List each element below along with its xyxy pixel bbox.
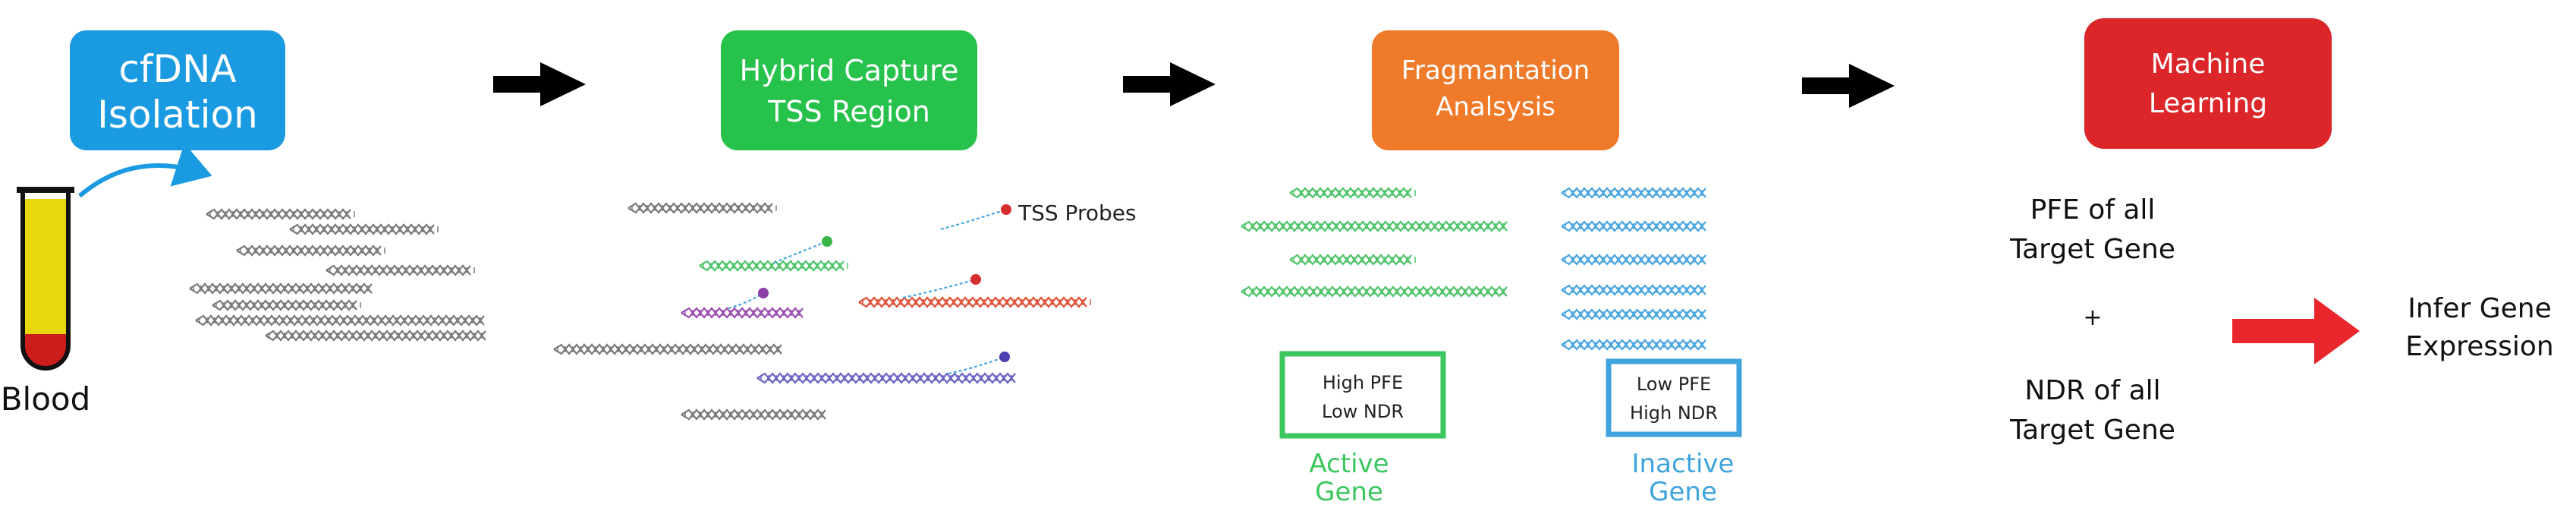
inactive-box-line2: High NDR: [1630, 402, 1718, 424]
dna-strand: [236, 244, 385, 257]
step-box: [70, 30, 285, 150]
dna-strand: [681, 307, 804, 319]
active-box: [1279, 351, 1446, 439]
dna-strand: [1241, 220, 1508, 232]
pfe-line1: PFE of all: [2030, 194, 2156, 226]
inactive-box: [1606, 358, 1742, 437]
blood-label: Blood: [1, 380, 91, 418]
dna-strands: [189, 187, 1706, 421]
blood-to-cfdna-arrow: [78, 143, 212, 198]
dna-strand: [699, 260, 848, 272]
step-box: [1372, 30, 1619, 150]
dna-strand: [1561, 284, 1706, 296]
inactive-gene-line1: Inactive: [1632, 449, 1735, 479]
dna-strand: [553, 343, 782, 355]
dna-strand: [1561, 308, 1706, 320]
tss-probe: [902, 274, 981, 299]
dna-strand: [1561, 187, 1706, 199]
dna-strand: [195, 314, 485, 326]
ml-result: Infer Gene Expression: [2405, 293, 2553, 362]
dna-strand: [206, 208, 355, 220]
step-label-line2: Isolation: [97, 93, 258, 137]
tss-probe: [773, 236, 832, 264]
step-cfdna-isolation: cfDNA Isolation: [70, 30, 285, 150]
tube-outline: [20, 190, 71, 371]
tss-probe: [940, 204, 1011, 231]
active-gene-line2: Gene: [1315, 477, 1383, 507]
blood-tube: [17, 187, 74, 371]
step-label-line2: Learning: [2149, 88, 2267, 119]
flow-arrow: [493, 62, 586, 106]
dna-strand: [1561, 220, 1706, 232]
tss-probes-label: TSS Probes: [1018, 200, 1137, 226]
step-box: [2084, 18, 2332, 149]
step-fragmentation: Fragmantation Analsysis: [1372, 30, 1619, 150]
step-box: [721, 30, 977, 150]
plus-sign: +: [2083, 304, 2102, 331]
step-label-line2: TSS Region: [767, 95, 930, 128]
dna-strand: [1289, 187, 1416, 199]
active-box-line2: Low NDR: [1322, 401, 1404, 422]
dna-strand: [1289, 254, 1416, 266]
tss-probe: [948, 352, 1010, 375]
flow-arrow: [1123, 62, 1216, 106]
step-label-line1: Hybrid Capture: [740, 54, 959, 87]
dna-strand: [289, 223, 439, 235]
result-arrow: [2232, 298, 2360, 364]
step-label-line1: Machine: [2151, 49, 2266, 80]
step-machine-learning: Machine Learning: [2084, 18, 2332, 149]
dna-strand: [326, 264, 475, 276]
step-label-line1: cfDNA: [118, 47, 236, 91]
ndr-line1: NDR of all: [2024, 375, 2160, 406]
pfe-line2: Target Gene: [2009, 234, 2175, 265]
step-hybrid-capture: Hybrid Capture TSS Region: [721, 30, 977, 150]
ml-inputs: PFE of all Target Gene + NDR of all Targ…: [2009, 194, 2175, 446]
tss-probe: [728, 288, 769, 310]
result-line1: Infer Gene: [2408, 293, 2552, 324]
dna-strand: [265, 330, 486, 342]
active-gene-line1: Active: [1309, 449, 1389, 479]
result-line2: Expression: [2405, 331, 2553, 362]
dna-strand: [1241, 285, 1508, 298]
inactive-gene-group: Low PFE High NDR Inactive Gene: [1606, 358, 1742, 507]
active-gene-group: High PFE Low NDR Active Gene: [1279, 351, 1446, 507]
dna-strand: [627, 202, 777, 214]
flow-arrow: [1802, 64, 1895, 108]
dna-strand: [1561, 339, 1706, 351]
ndr-line2: Target Gene: [2009, 415, 2175, 446]
active-box-line1: High PFE: [1323, 372, 1403, 393]
inactive-box-line1: Low PFE: [1637, 374, 1711, 395]
dna-strand: [1561, 254, 1706, 266]
blood-fill: [23, 334, 68, 368]
inactive-gene-line2: Gene: [1649, 477, 1717, 507]
dna-strand: [756, 372, 1016, 384]
step-label-line2: Analsysis: [1436, 92, 1555, 122]
dna-strand: [858, 296, 1091, 308]
dna-strand: [189, 282, 373, 295]
tube-fill: [23, 199, 68, 368]
dna-strand: [212, 299, 361, 311]
dna-strand: [681, 408, 826, 421]
step-label-line1: Fragmantation: [1401, 55, 1590, 86]
